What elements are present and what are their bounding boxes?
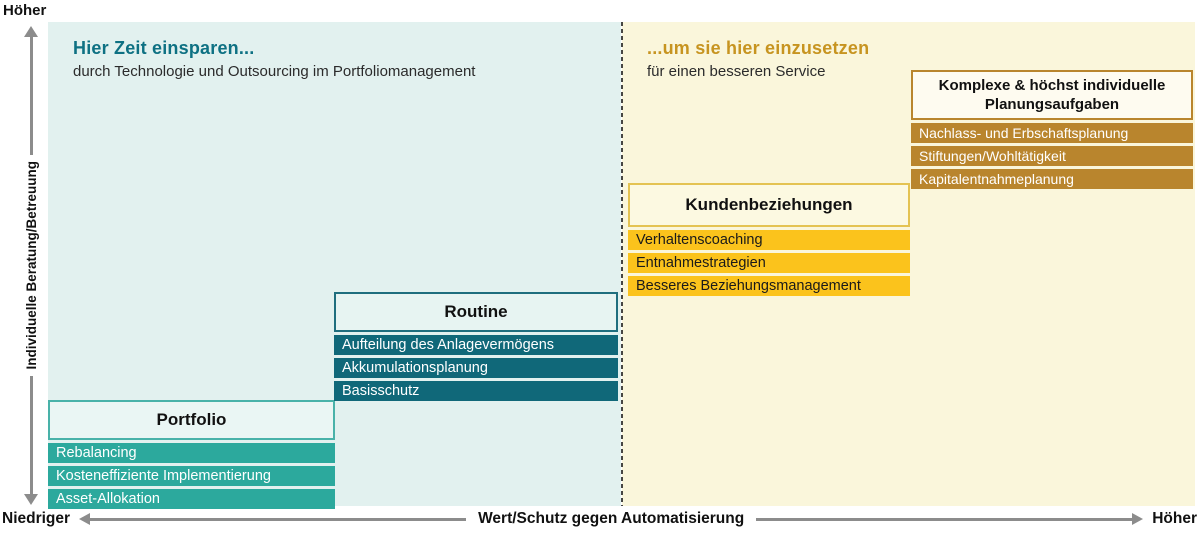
- left-region-heading: Hier Zeit einsparen... durch Technologie…: [48, 22, 621, 80]
- arrow-up-icon: [24, 26, 38, 37]
- x-axis-line: [90, 517, 467, 521]
- y-axis-line: [29, 37, 33, 156]
- arrow-down-icon: [24, 494, 38, 505]
- y-axis-label: Individuelle Beratung/Betreuung: [23, 161, 39, 370]
- routine-group: Routine Aufteilung des Anlagevermögens A…: [334, 292, 618, 401]
- portfolio-group: Portfolio Rebalancing Kosteneffiziente I…: [48, 400, 335, 509]
- kundenbeziehungen-item: Verhaltenscoaching: [628, 230, 910, 250]
- kundenbeziehungen-group-header: Kundenbeziehungen: [628, 183, 910, 227]
- x-axis: Niedriger Wert/Schutz gegen Automatisier…: [2, 506, 1197, 532]
- x-axis-label: Wert/Schutz gegen Automatisierung: [478, 510, 745, 527]
- komplexe-item: Kapitalentnahmeplanung: [911, 169, 1193, 189]
- kundenbeziehungen-item: Besseres Beziehungsmanagement: [628, 276, 910, 296]
- portfolio-item: Asset-Allokation: [48, 489, 335, 509]
- routine-item: Aufteilung des Anlagevermögens: [334, 335, 618, 355]
- x-axis-line: [756, 517, 1133, 521]
- y-axis-high-label: Höher: [3, 2, 47, 19]
- y-axis: Individuelle Beratung/Betreuung: [16, 26, 46, 505]
- x-axis-right-arrow: [756, 513, 1144, 525]
- komplexe-planungsaufgaben-group: Komplexe & höchst individuelle Planungsa…: [911, 70, 1193, 189]
- routine-item: Akkumulationsplanung: [334, 358, 618, 378]
- right-region-heading: ...um sie hier einzusetzen für einen bes…: [622, 22, 1195, 80]
- portfolio-group-header: Portfolio: [48, 400, 335, 440]
- region-divider-dashed-line: [621, 22, 623, 506]
- portfolio-item: Rebalancing: [48, 443, 335, 463]
- y-axis-line: [29, 375, 33, 494]
- komplexe-item: Stiftungen/Wohltätigkeit: [911, 146, 1193, 166]
- portfolio-item: Kosteneffiziente Implementierung: [48, 466, 335, 486]
- routine-item: Basisschutz: [334, 381, 618, 401]
- kundenbeziehungen-group: Kundenbeziehungen Verhaltenscoaching Ent…: [628, 183, 910, 296]
- x-axis-high-label: Höher: [1152, 510, 1197, 527]
- arrow-left-icon: [79, 513, 91, 525]
- arrow-right-icon: [1132, 513, 1144, 525]
- komplexe-item: Nachlass- und Erbschaftsplanung: [911, 123, 1193, 143]
- left-region-title: Hier Zeit einsparen...: [73, 38, 255, 58]
- komplexe-group-header: Komplexe & höchst individuelle Planungsa…: [911, 70, 1193, 120]
- x-axis-low-label: Niedriger: [2, 510, 71, 527]
- kundenbeziehungen-item: Entnahmestrategien: [628, 253, 910, 273]
- right-region-title: ...um sie hier einzusetzen: [647, 38, 870, 58]
- right-region-subtitle: für einen besseren Service: [647, 63, 826, 80]
- x-axis-left-arrow: [79, 513, 467, 525]
- routine-group-header: Routine: [334, 292, 618, 332]
- left-region-subtitle: durch Technologie und Outsourcing im Por…: [73, 63, 476, 80]
